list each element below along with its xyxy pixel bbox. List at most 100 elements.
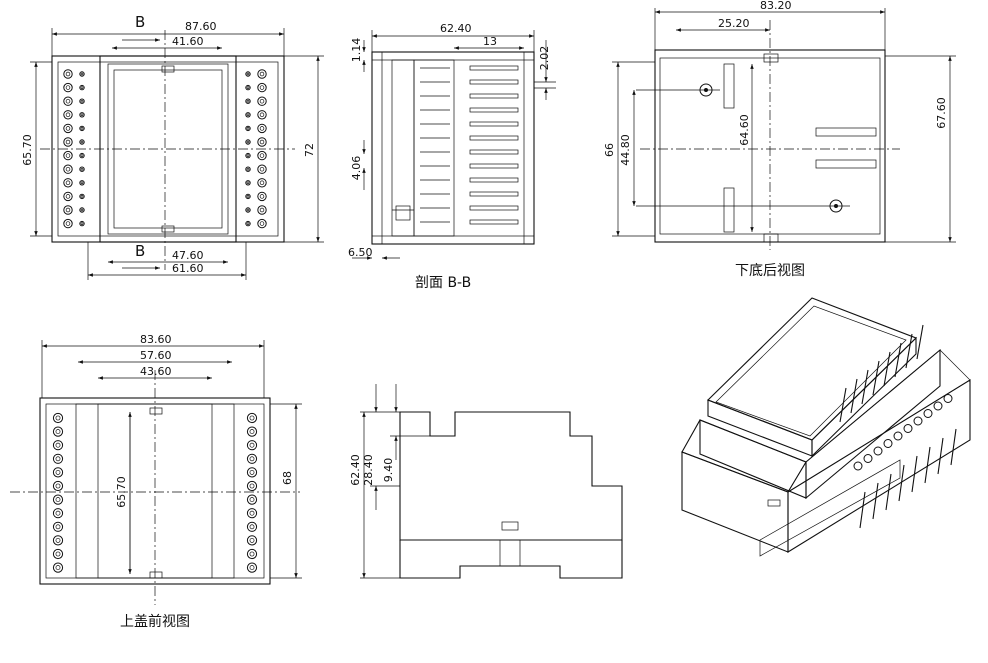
terminal-hole — [63, 164, 73, 174]
dim-67-60: 67.60 — [935, 97, 948, 129]
terminal-hole — [63, 137, 73, 147]
terminal-hole — [246, 548, 258, 560]
dim-61-60: 61.60 — [172, 262, 204, 275]
terminal-hole — [257, 218, 267, 229]
terminal-hole-inner — [249, 497, 255, 503]
terminal-hole — [63, 96, 73, 106]
isometric-hole — [903, 424, 913, 433]
dim-28-40: 28.40 — [362, 454, 375, 486]
terminal-hole — [246, 412, 258, 424]
terminal-hole-inner — [259, 194, 265, 199]
dim-41-60: 41.60 — [172, 35, 204, 48]
isometric-hole — [853, 461, 863, 471]
terminal-hole-inner — [65, 207, 71, 213]
terminal-hole — [246, 467, 258, 478]
dim-66: 66 — [603, 143, 616, 157]
terminal-hole — [257, 205, 267, 215]
terminal-hole — [257, 123, 267, 134]
dim-72: 72 — [303, 143, 316, 157]
view-section-bb: 62.40 13 1.14 2.02 4.06 6.50 剖面 B-B — [348, 22, 556, 291]
terminal-hole — [52, 548, 64, 560]
isometric-fin-top — [905, 333, 913, 369]
terminal-hole — [79, 71, 85, 77]
isometric-fin-top — [872, 360, 880, 396]
terminal-hole — [52, 562, 64, 573]
dim-68: 68 — [281, 471, 294, 485]
terminal-hole — [246, 535, 258, 546]
terminal-hole-inner — [65, 85, 71, 90]
section-slot — [469, 93, 519, 99]
dim-6-50: 6.50 — [348, 246, 373, 259]
dim-13: 13 — [483, 35, 497, 48]
terminal-hole — [246, 480, 258, 492]
terminal-hole-inner — [65, 166, 71, 172]
terminal-hole — [52, 412, 64, 424]
terminal-hole — [245, 139, 251, 145]
terminal-hole — [79, 112, 85, 118]
terminal-hole-inner — [65, 180, 71, 186]
terminal-hole-inner — [249, 565, 255, 571]
dim-83-20: 83.20 — [760, 0, 792, 12]
terminal-hole-inner — [55, 456, 61, 462]
isometric-hole — [923, 409, 933, 418]
terminal-hole — [63, 82, 73, 93]
terminal-hole-inner — [259, 126, 265, 131]
terminal-hole — [79, 193, 85, 200]
terminal-hole-inner — [65, 153, 71, 158]
terminal-hole-inner — [246, 195, 250, 198]
isometric-fin-top — [839, 387, 847, 423]
dim-57-60: 57.60 — [140, 349, 172, 362]
terminal-hole-inner — [249, 537, 255, 543]
isometric-fin-bottom — [937, 437, 944, 475]
terminal-hole-inner — [55, 510, 61, 516]
terminal-hole — [52, 440, 64, 451]
terminal-hole-inner — [246, 86, 250, 89]
terminal-hole — [257, 178, 267, 188]
terminal-hole-inner — [246, 72, 250, 76]
view-top-cover: 83.60 57.60 43.60 65.70 68 上盖前视图 — [10, 333, 302, 630]
dim-2-02: 2.02 — [538, 46, 551, 71]
terminal-hole — [52, 426, 64, 437]
terminal-hole-inner — [65, 194, 71, 199]
dim-62-40-section: 62.40 — [440, 22, 472, 35]
dim-44-80: 44.80 — [619, 134, 632, 166]
section-mark-b-top: B — [135, 13, 145, 31]
terminal-hole-inner — [249, 415, 255, 421]
section-slot — [469, 79, 519, 85]
terminal-hole-inner — [80, 181, 84, 185]
section-slot — [469, 163, 519, 169]
terminal-hole — [246, 562, 258, 573]
terminal-hole — [79, 180, 85, 186]
terminal-hole — [52, 453, 64, 464]
terminal-hole-inner — [65, 112, 71, 118]
terminal-hole — [245, 84, 251, 91]
isometric-fin-top — [916, 324, 924, 360]
terminal-hole — [79, 166, 85, 172]
cover-holes-left — [52, 412, 64, 573]
terminal-hole-inner — [246, 181, 250, 185]
isometric-fin-bottom — [924, 446, 931, 484]
isometric-holes — [853, 394, 953, 471]
terminal-hole-inner — [55, 442, 61, 448]
top-cover-title: 上盖前视图 — [120, 613, 190, 630]
section-slot — [469, 149, 519, 155]
terminal-hole-inner — [55, 565, 61, 571]
terminal-hole — [52, 480, 64, 492]
section-slot — [469, 65, 519, 71]
terminal-hole-inner — [259, 180, 265, 186]
section-fins — [420, 65, 519, 225]
terminal-hole-inner — [249, 524, 255, 530]
isometric-hole — [873, 446, 883, 456]
terminal-hole-inner — [55, 551, 61, 557]
dim-43-60: 43.60 — [140, 365, 172, 378]
terminal-hole-inner — [246, 154, 250, 157]
section-title: 剖面 B-B — [415, 275, 471, 291]
bottom-rear-title: 下底后视图 — [735, 263, 805, 279]
terminal-hole — [246, 508, 258, 519]
terminal-hole-inner — [249, 442, 255, 448]
terminal-hole-inner — [249, 469, 255, 475]
terminal-hole-inner — [55, 537, 61, 543]
isometric-hole — [863, 454, 873, 463]
terminal-hole — [246, 426, 258, 437]
